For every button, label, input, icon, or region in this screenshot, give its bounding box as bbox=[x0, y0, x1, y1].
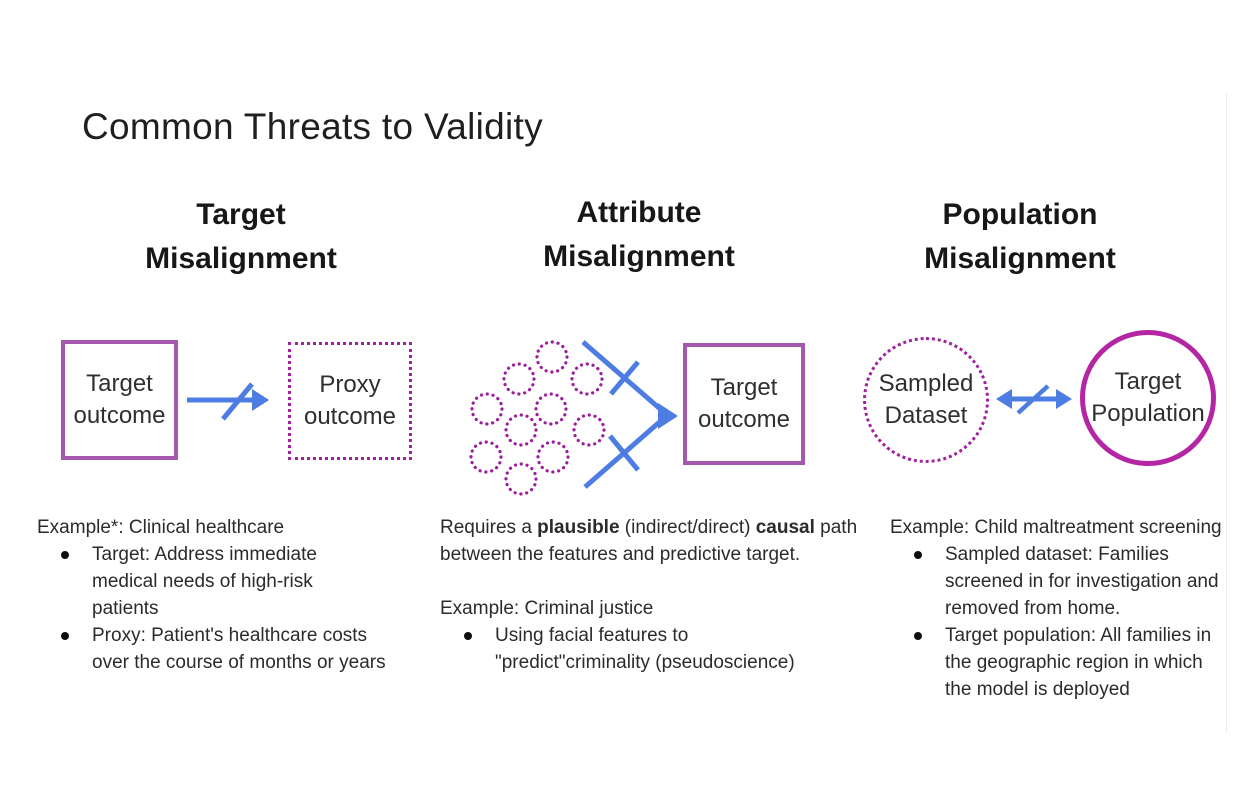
slide-title: Common Threats to Validity bbox=[82, 106, 543, 147]
negated-double-arrow-icon bbox=[996, 384, 1072, 415]
bullet-text-target-population: Target population: All families in the g… bbox=[945, 625, 1212, 700]
target-outcome-box: Target outcome bbox=[61, 340, 178, 460]
example-block-population: Example: Child maltreatment screening Sa… bbox=[890, 514, 1240, 703]
target-outcome-label: Target outcome bbox=[73, 370, 166, 429]
spacer bbox=[440, 568, 920, 595]
bullet-icon bbox=[914, 632, 922, 640]
example-intro-population: Example: Child maltreatment screening bbox=[890, 517, 1222, 538]
example-block-target: Example*: Clinical healthcare Target: Ad… bbox=[37, 514, 437, 676]
bullet-icon bbox=[61, 632, 69, 640]
sampled-dataset-circle: Sampled Dataset bbox=[863, 337, 989, 463]
proxy-outcome-label: Proxy outcome bbox=[303, 371, 397, 430]
target-outcome-box-2: Target outcome bbox=[683, 343, 805, 465]
target-population-label: Target Population bbox=[1091, 368, 1205, 427]
example-block-attribute: Requires a plausible (indirect/direct) c… bbox=[440, 514, 920, 676]
example-intro-target: Example*: Clinical healthcare bbox=[37, 517, 285, 538]
proxy-outcome-box: Proxy outcome bbox=[288, 342, 412, 460]
list-item: Target population: All families in the g… bbox=[890, 622, 1240, 703]
requires-paragraph: Requires a plausible (indirect/direct) c… bbox=[440, 517, 858, 565]
feature-circles bbox=[469, 340, 606, 496]
bullet-text-target: Target: Address immediate medical needs … bbox=[92, 544, 317, 619]
bullet-text-sampled-dataset: Sampled dataset: Families screened in fo… bbox=[945, 544, 1219, 619]
slide-right-edge bbox=[1226, 93, 1227, 733]
list-item: Sampled dataset: Families screened in fo… bbox=[890, 541, 1240, 622]
example-intro-attribute: Example: Criminal justice bbox=[440, 598, 654, 619]
bullet-text-proxy: Proxy: Patient's healthcare costs over t… bbox=[92, 625, 386, 673]
crossed-funnel-arrow-icon bbox=[581, 340, 678, 489]
sampled-dataset-label: Sampled Dataset bbox=[878, 370, 974, 429]
bullet-icon bbox=[914, 551, 922, 559]
target-outcome-label-2: Target outcome bbox=[697, 374, 791, 433]
list-item: Using facial features to "predict"crimin… bbox=[440, 622, 920, 676]
list-item: Proxy: Patient's healthcare costs over t… bbox=[37, 622, 437, 676]
column-heading-target-misalignment: Target Misalignment bbox=[145, 198, 337, 275]
list-item: Target: Address immediate medical needs … bbox=[37, 541, 437, 622]
feature-cluster-crossed-funnel-arrow-icon bbox=[469, 340, 678, 496]
target-population-circle: Target Population bbox=[1080, 330, 1216, 466]
bullet-text-facial-features: Using facial features to "predict"crimin… bbox=[495, 625, 795, 673]
column-heading-population-misalignment: Population Misalignment bbox=[924, 198, 1116, 275]
negated-arrow-icon bbox=[187, 382, 269, 421]
bullet-icon bbox=[61, 551, 69, 559]
bullet-icon bbox=[464, 632, 472, 640]
column-heading-attribute-misalignment: Attribute Misalignment bbox=[543, 196, 735, 273]
